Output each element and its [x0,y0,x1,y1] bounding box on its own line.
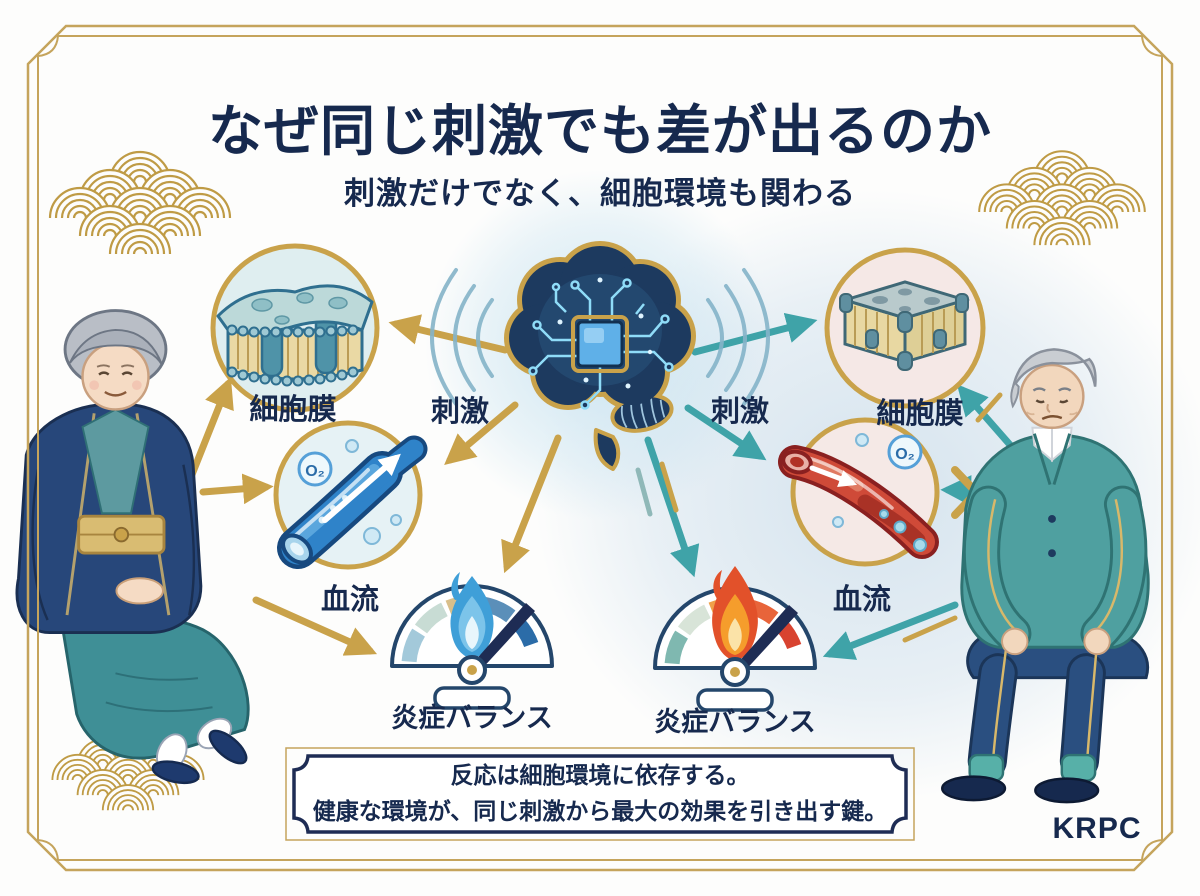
blood-flow-label-healthy: 血流 [320,584,380,616]
membrane-label-healthy: 細胞膜 [249,394,337,426]
summary-line-1: 反応は細胞環境に依存する。 [450,762,750,789]
brain-circuit-icon [430,241,770,471]
page-title: なぜ同じ刺激でも差が出るのか [207,100,993,162]
sound-wave-arcs [430,268,770,406]
brand-logo: KRPC [1052,812,1142,845]
gauge-needle [465,603,535,672]
stimulus-label-right: 刺激 [710,396,770,428]
oxygen-label: O₂ [305,463,325,480]
elderly-woman-illustration [15,309,250,785]
seigaiha-wave-icon [50,152,230,254]
elderly-man-illustration [941,348,1150,804]
inflammation-gauge-high-icon [653,566,817,712]
summary-box: 反応は細胞環境に依存する。 健康な環境が、同じ刺激から最大の効果を引き出す鍵。 [287,747,913,841]
stimulus-label-left: 刺激 [430,396,490,428]
page-subtitle: 刺激だけでなく、細胞環境も関わる [344,176,856,211]
gold-frame [26,24,1174,872]
blood-flow-healthy-icon: O₂ [273,420,428,570]
accent-strokes [635,392,1003,643]
gauge-needle [728,605,798,674]
blood-flow-impaired-icon: O₂ [778,417,940,567]
membrane-label-stressed: 細胞膜 [876,398,964,430]
cell-membrane-degraded-icon [824,247,986,409]
summary-text: 反応は細胞環境に依存する。 健康な環境が、同じ刺激から最大の効果を引き出す鍵。 [287,747,913,841]
cell-membrane-healthy-icon [210,243,380,413]
oxygen-label: O₂ [895,446,915,463]
inflammation-label-stressed: 炎症バランス [654,707,816,737]
circuit-traces [535,285,667,403]
inflammation-gauge-low-icon [390,572,554,710]
inflammation-label-healthy: 炎症バランス [391,703,553,733]
summary-box-border [285,747,915,841]
blood-flow-label-stressed: 血流 [832,584,892,616]
summary-line-2: 健康な環境が、同じ刺激から最大の効果を引き出す鍵。 [312,798,888,824]
